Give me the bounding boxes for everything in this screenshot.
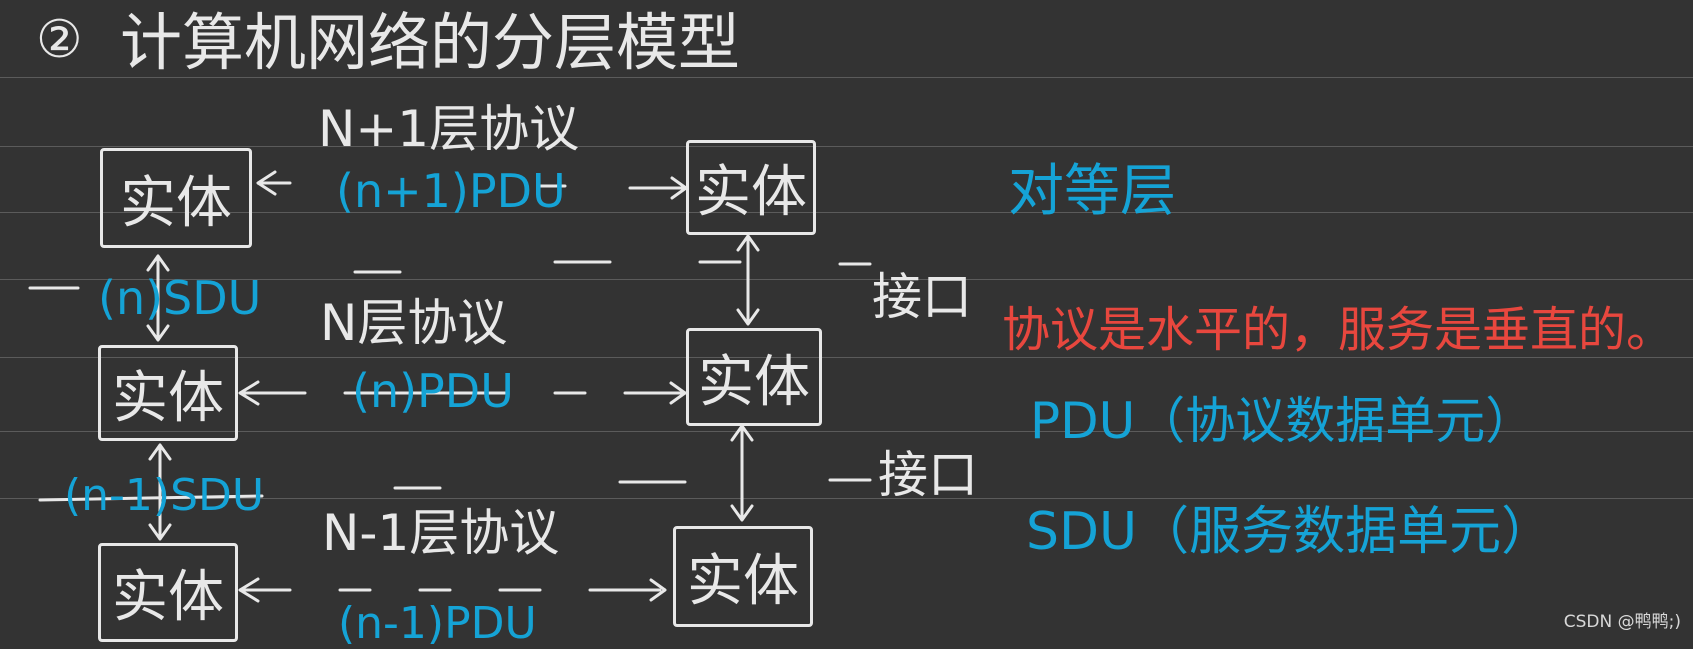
entity-box-middle-right: 实体 bbox=[686, 328, 822, 426]
note-sdu-definition: SDU（服务数据单元） bbox=[1026, 502, 1554, 562]
ruled-line bbox=[0, 212, 1693, 213]
protocol-label-middle: N层协议 bbox=[320, 294, 508, 352]
entity-box-middle-left: 实体 bbox=[98, 345, 238, 441]
ruled-line bbox=[0, 357, 1693, 358]
interface-label-upper: 接口 bbox=[872, 268, 972, 326]
ruled-line bbox=[0, 279, 1693, 280]
entity-box-lower-right: 实体 bbox=[673, 526, 813, 627]
ruled-line bbox=[0, 146, 1693, 147]
ruled-line bbox=[0, 77, 1693, 78]
pdu-label-lower: (n-1)PDU bbox=[338, 598, 537, 649]
note-peer-layer: 对等层 bbox=[1008, 159, 1176, 224]
ruled-line bbox=[0, 498, 1693, 499]
ruled-line bbox=[0, 431, 1693, 432]
sdu-label-upper: (n)SDU bbox=[98, 271, 262, 325]
pdu-label-middle: (n)PDU bbox=[352, 364, 514, 418]
page-title: 计算机网络的分层模型 bbox=[120, 6, 741, 79]
entity-box-upper-left: 实体 bbox=[100, 148, 252, 248]
pdu-label-upper: (n+1)PDU bbox=[336, 164, 566, 218]
sdu-label-lower: (n-1)SDU bbox=[64, 470, 265, 521]
note-pdu-definition: PDU（协议数据单元） bbox=[1030, 392, 1536, 450]
interface-label-lower: 接口 bbox=[878, 446, 978, 504]
protocol-label-lower: N-1层协议 bbox=[322, 504, 560, 562]
note-protocol-rule: 协议是水平的，服务是垂直的。 bbox=[1002, 302, 1675, 358]
entity-box-upper-right: 实体 bbox=[686, 140, 816, 235]
entity-box-lower-left: 实体 bbox=[98, 543, 238, 642]
protocol-label-upper: N+1层协议 bbox=[318, 100, 580, 158]
title-number: ② bbox=[36, 10, 83, 70]
watermark: CSDN @鸭鸭;) bbox=[1563, 612, 1681, 632]
